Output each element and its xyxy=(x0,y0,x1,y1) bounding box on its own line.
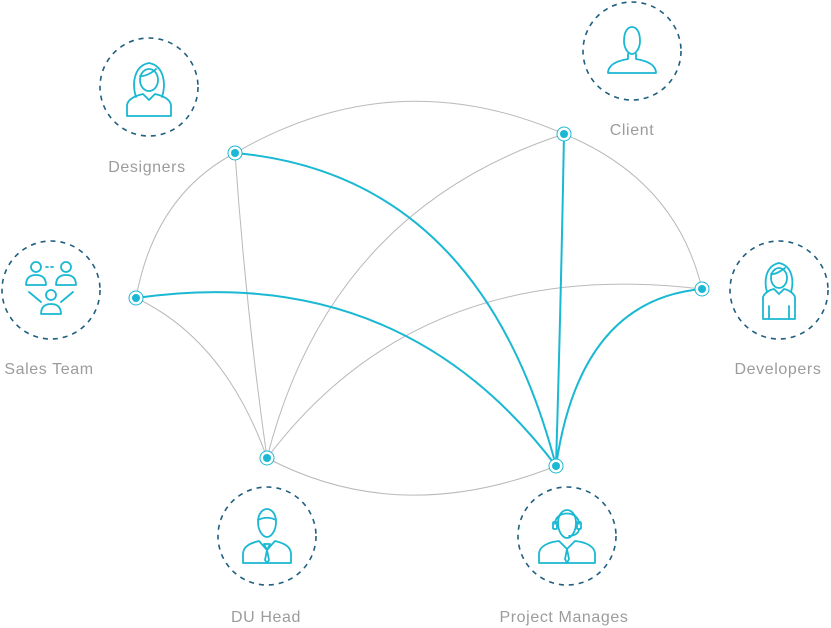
dot-project-managers[interactable] xyxy=(548,458,564,474)
project-managers-label: Project Manages xyxy=(499,609,628,626)
edge-sales-team-project-managers xyxy=(135,291,557,467)
edge-client-du-head xyxy=(266,133,565,459)
dot-developers[interactable] xyxy=(694,281,710,297)
edge-client-project-managers xyxy=(555,133,565,467)
client-label: Client xyxy=(610,122,655,139)
dot-client[interactable] xyxy=(556,126,572,142)
edge-developers-du-head xyxy=(266,283,703,459)
team-icon xyxy=(25,261,77,315)
project-managers-ring xyxy=(517,486,617,586)
edge-sales-team-du-head xyxy=(135,297,268,459)
designers-label: Designers xyxy=(108,159,185,176)
node-sales-team[interactable]: Sales Team xyxy=(1,240,101,378)
sales-team-label: Sales Team xyxy=(4,361,93,378)
highlighted-connections xyxy=(135,133,703,467)
node-client[interactable]: Client xyxy=(582,1,682,139)
headset-user-icon xyxy=(538,509,596,564)
dot-designers[interactable] xyxy=(227,145,243,161)
node-du-head[interactable]: DU Head xyxy=(217,486,317,626)
gray-connections xyxy=(135,100,703,496)
dot-du-head[interactable] xyxy=(259,450,275,466)
edge-designers-du-head xyxy=(234,152,268,459)
businessman-icon xyxy=(242,508,292,564)
node-developers[interactable]: Developers xyxy=(729,240,829,378)
du-head-ring xyxy=(217,486,317,586)
node-project-managers[interactable]: Project Manages xyxy=(499,486,628,626)
woman-icon xyxy=(126,62,172,117)
edge-designers-project-managers xyxy=(234,152,557,467)
developers-ring xyxy=(729,240,829,340)
woman-icon xyxy=(762,262,796,320)
user-icon xyxy=(607,26,657,74)
edge-designers-sales-team xyxy=(135,152,236,299)
edge-developers-project-managers xyxy=(555,288,703,467)
designers-ring xyxy=(99,37,199,137)
developers-label: Developers xyxy=(735,361,822,378)
sales-team-ring xyxy=(1,240,101,340)
node-designers[interactable]: Designers xyxy=(99,37,199,176)
connection-dots xyxy=(128,126,710,474)
edge-designers-client xyxy=(234,100,565,154)
edge-client-developers xyxy=(563,133,703,290)
edge-du-head-project-managers xyxy=(266,457,557,496)
du-head-label: DU Head xyxy=(231,609,301,626)
client-ring xyxy=(582,1,682,101)
dot-sales-team[interactable] xyxy=(128,290,144,306)
